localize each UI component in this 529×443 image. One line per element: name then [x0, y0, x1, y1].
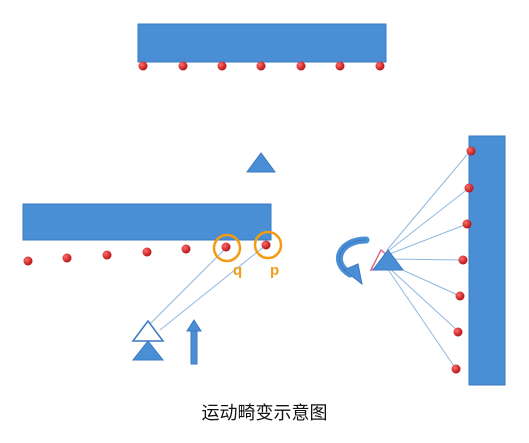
right-wall-points [451, 146, 476, 374]
left-rays [147, 244, 267, 331]
scan-point [462, 219, 472, 229]
scan-point [455, 291, 465, 301]
scan-point [256, 61, 266, 71]
left-wall-points [23, 240, 271, 266]
scan-point [453, 327, 463, 337]
rotation-arrow-icon [335, 236, 370, 286]
highlight-circle-p [253, 230, 283, 260]
scan-point-p [261, 240, 271, 250]
sensor-triangle [246, 152, 276, 173]
sensor-outline-triangle [131, 319, 165, 342]
highlight-circle-q [212, 233, 242, 263]
scan-point [458, 255, 468, 265]
scan-point [451, 364, 461, 374]
scan-point [296, 61, 306, 71]
scan-point [375, 61, 385, 71]
scan-point [142, 247, 152, 257]
scan-point [178, 61, 188, 71]
scan-point [464, 183, 474, 193]
scan-point [102, 250, 112, 260]
right-wall [468, 135, 506, 386]
scan-point [466, 146, 476, 156]
top-wall-points [138, 61, 385, 71]
top-wall [137, 23, 387, 63]
left-wall [22, 203, 272, 241]
label-p: p [270, 262, 280, 279]
sensor-rotated-filled [372, 249, 404, 271]
scan-point [181, 244, 191, 254]
scan-point-q [221, 242, 231, 252]
sensor-filled-triangle [131, 340, 165, 361]
scan-point [138, 61, 148, 71]
label-q: q [233, 262, 243, 279]
scan-point [217, 61, 227, 71]
diagram-caption: 运动畸变示意图 [201, 403, 328, 424]
scan-point [335, 61, 345, 71]
scan-point [62, 253, 72, 263]
scan-point [23, 256, 33, 266]
up-arrow-icon [186, 319, 202, 365]
